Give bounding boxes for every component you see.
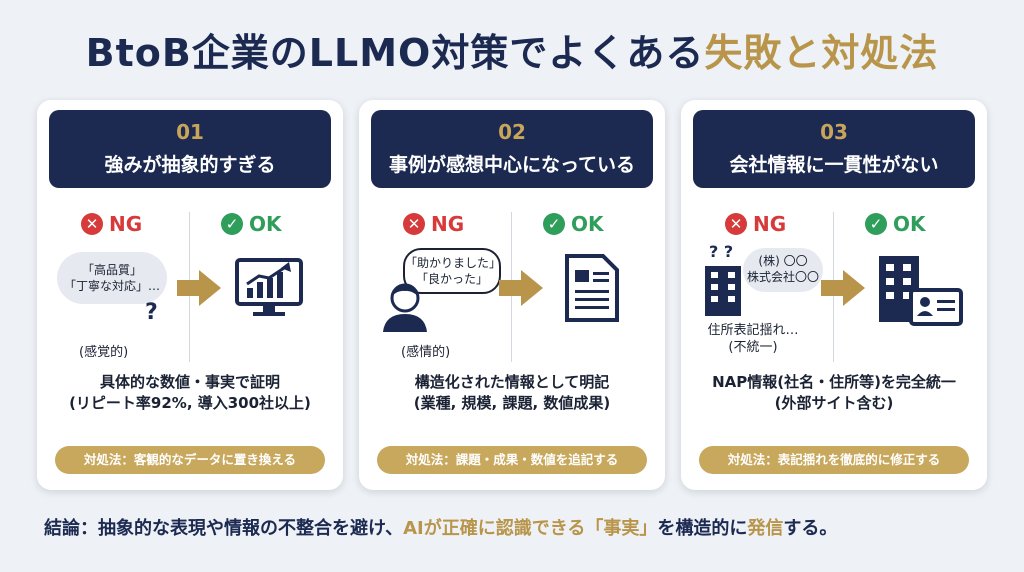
bubble-line: 「丁寧な対応」… xyxy=(63,279,160,293)
ok-text: OK xyxy=(893,212,926,236)
bubble-line: 「良かった」 xyxy=(415,272,488,286)
document-icon xyxy=(565,254,619,322)
building-icon xyxy=(705,266,741,316)
card-header: 02 事例が感想中心になっている xyxy=(371,110,653,188)
page-title: BtoB企業のLLMO対策でよくある失敗と対処法 xyxy=(0,22,1024,77)
card-title: 事例が感想中心になっている xyxy=(388,154,636,176)
check-icon: ✓ xyxy=(543,213,565,235)
ng-label: ✕ NG xyxy=(725,210,786,238)
speech-bubble: 「高品質」 「丁寧な対応」… xyxy=(57,252,167,304)
ng-note: (感覚的) xyxy=(79,345,129,360)
solution-line: 具体的な数値・事実で証明 xyxy=(99,373,280,391)
arrow-right-icon xyxy=(177,270,221,306)
x-icon: ✕ xyxy=(725,213,747,235)
card-title: 強みが抽象的すぎる xyxy=(104,154,276,176)
conclusion-highlight: 発信 xyxy=(747,518,784,539)
arrow-right-icon xyxy=(821,270,865,306)
question-mark-icon: ? xyxy=(145,300,158,325)
bubble-line: 株式会社〇〇 xyxy=(746,270,819,284)
ng-label: ✕ NG xyxy=(81,210,142,238)
person-icon xyxy=(383,283,427,332)
conclusion-text: 結論：抽象的な表現や情報の不整合を避け、 xyxy=(44,518,404,539)
x-icon: ✕ xyxy=(403,213,425,235)
ok-text: OK xyxy=(249,212,282,236)
building-idcard-icon xyxy=(879,256,963,326)
solution-line: NAP情報(社名・住所等)を完全統一 xyxy=(712,373,956,391)
solution-detail: (業種, 規模, 課題, 数値成果) xyxy=(413,394,611,412)
bubble-line: (株) 〇〇 xyxy=(758,254,808,268)
ng-note-line: (不統一) xyxy=(728,340,778,355)
solution-detail: (外部サイト含む) xyxy=(774,394,894,412)
conclusion-text: する。 xyxy=(783,518,838,539)
question-mark-icon: ? ? xyxy=(709,242,734,261)
arrow-right-icon xyxy=(499,270,543,306)
check-icon: ✓ xyxy=(221,213,243,235)
card-header: 01 強みが抽象的すぎる xyxy=(49,110,331,188)
ok-label: ✓ OK xyxy=(865,210,926,238)
solution-text: 構造化された情報として明記 (業種, 規模, 課題, 数値成果) xyxy=(359,372,665,414)
ok-text: OK xyxy=(571,212,604,236)
conclusion-text: を構造的に xyxy=(657,518,748,539)
ok-label: ✓ OK xyxy=(221,210,282,238)
ng-label: ✕ NG xyxy=(403,210,464,238)
ng-note: 住所表記揺れ… (不統一) xyxy=(701,322,805,356)
conclusion: 結論：抽象的な表現や情報の不整合を避け、AIが正確に認識できる「事実」を構造的に… xyxy=(44,514,837,540)
conclusion-highlight: AIが正確に認識できる「事実」 xyxy=(403,518,658,539)
card-02: 02 事例が感想中心になっている ✕ NG ✓ OK 「助かりました」 「良かった」… xyxy=(359,100,665,490)
card-title: 会社情報に一貫性がない xyxy=(729,154,939,176)
x-icon: ✕ xyxy=(81,213,103,235)
title-accent: 失敗と対処法 xyxy=(704,31,939,75)
action-pill: 対処法：表記揺れを徹底的に修正する xyxy=(699,446,969,474)
solution-text: 具体的な数値・事実で証明 (リピート率92%, 導入300社以上) xyxy=(37,372,343,414)
title-main: BtoB企業のLLMO対策でよくある xyxy=(85,31,705,75)
card-number: 03 xyxy=(820,120,848,144)
solution-line: 構造化された情報として明記 xyxy=(414,373,610,391)
action-pill: 対処法：課題・成果・数値を追記する xyxy=(377,446,647,474)
speech-bubble: (株) 〇〇 株式会社〇〇 xyxy=(743,248,823,292)
card-01: 01 強みが抽象的すぎる ✕ NG ✓ OK 「高品質」 「丁寧な対応」… ? (感… xyxy=(37,100,343,490)
ng-text: NG xyxy=(753,212,787,236)
solution-text: NAP情報(社名・住所等)を完全統一 (外部サイト含む) xyxy=(681,372,987,414)
card-number: 01 xyxy=(176,120,204,144)
ng-text: NG xyxy=(109,212,143,236)
card-03: 03 会社情報に一貫性がない ✕ NG ✓ OK ? ? (株) 〇〇 株式会社〇〇… xyxy=(681,100,987,490)
check-icon: ✓ xyxy=(865,213,887,235)
ng-note-line: 住所表記揺れ… xyxy=(707,323,799,338)
bubble-line: 「高品質」 xyxy=(81,263,142,277)
ng-note: (感情的) xyxy=(401,345,451,360)
bubble-line: 「助かりました」 xyxy=(405,256,502,270)
speech-bubble: 「助かりました」 「良かった」 xyxy=(403,248,501,294)
ng-text: NG xyxy=(431,212,465,236)
ok-label: ✓ OK xyxy=(543,210,604,238)
chart-monitor-icon xyxy=(235,258,303,316)
action-pill: 対処法：客観的なデータに置き換える xyxy=(55,446,325,474)
card-header: 03 会社情報に一貫性がない xyxy=(693,110,975,188)
solution-detail: (リピート率92%, 導入300社以上) xyxy=(69,394,311,412)
card-number: 02 xyxy=(498,120,526,144)
